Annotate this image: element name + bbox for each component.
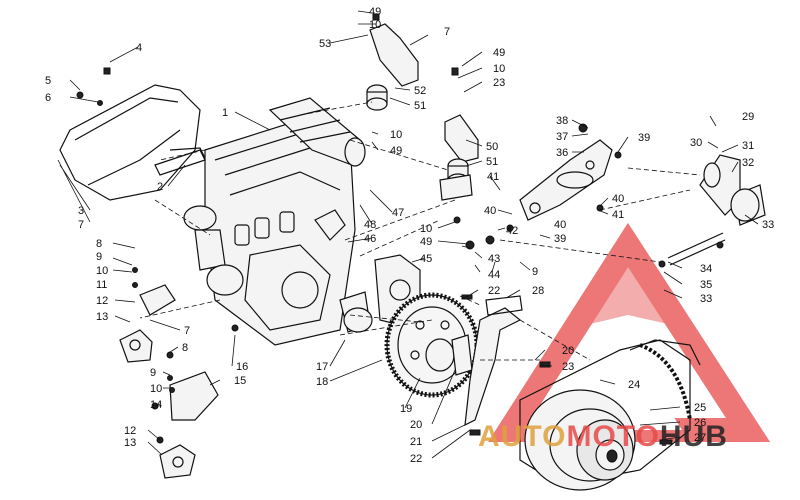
callout-10: 10 <box>369 19 381 31</box>
callout-17: 17 <box>316 361 328 373</box>
idler-assembly <box>667 154 766 266</box>
upper-engine-mounts <box>366 23 479 201</box>
callout-40: 40 <box>554 219 566 231</box>
callout-13: 13 <box>124 437 136 449</box>
callout-49: 49 <box>493 47 505 59</box>
ring-gear <box>384 292 480 398</box>
callout-7: 7 <box>184 325 190 337</box>
callout-6: 6 <box>45 92 51 104</box>
callout-23: 23 <box>493 77 505 89</box>
callout-53: 53 <box>319 38 331 50</box>
callout-27: 27 <box>694 432 706 444</box>
callout-31: 31 <box>742 140 754 152</box>
callout-49: 49 <box>390 145 402 157</box>
callout-49: 49 <box>420 236 432 248</box>
callout-38: 38 <box>556 115 568 127</box>
callout-30: 30 <box>690 137 702 149</box>
callout-22: 22 <box>410 453 422 465</box>
callout-10: 10 <box>493 63 505 75</box>
callout-1: 1 <box>222 107 228 119</box>
lower-bracket <box>464 295 523 427</box>
callout-40: 40 <box>484 205 496 217</box>
callout-47: 47 <box>392 207 404 219</box>
callout-10: 10 <box>420 223 432 235</box>
callout-18: 18 <box>316 376 328 388</box>
right-engine-bracket <box>519 139 613 221</box>
callout-32: 32 <box>742 157 754 169</box>
callout-26: 26 <box>694 417 706 429</box>
callout-20: 20 <box>410 419 422 431</box>
watermark-wordmark: AUTOMOTOHUB <box>478 420 728 453</box>
engine-block <box>183 97 366 346</box>
callout-49: 49 <box>369 6 381 18</box>
callout-5: 5 <box>45 75 51 87</box>
callout-33: 33 <box>762 219 774 231</box>
callout-51: 51 <box>486 156 498 168</box>
callout-44: 44 <box>488 269 500 281</box>
leader-lines <box>57 10 759 459</box>
callout-29: 29 <box>742 111 754 123</box>
callout-9: 9 <box>532 266 538 278</box>
callout-7: 7 <box>78 219 84 231</box>
callout-21: 21 <box>410 436 422 448</box>
callout-9: 9 <box>96 251 102 263</box>
callout-7: 7 <box>444 26 450 38</box>
callout-50: 50 <box>486 141 498 153</box>
callout-8: 8 <box>182 342 188 354</box>
callout-20: 20 <box>562 345 574 357</box>
callout-12: 12 <box>96 295 108 307</box>
callout-4: 4 <box>136 42 142 54</box>
watermark-text: AUTOMOTOHUB <box>478 420 728 453</box>
callout-15: 15 <box>234 375 246 387</box>
callout-9: 9 <box>150 367 156 379</box>
drive-clutch <box>519 339 701 491</box>
callout-10: 10 <box>150 383 162 395</box>
callout-2: 2 <box>157 181 163 193</box>
callout-13: 13 <box>96 311 108 323</box>
callout-23: 23 <box>562 361 574 373</box>
callout-28: 28 <box>532 285 544 297</box>
callout-12: 12 <box>124 425 136 437</box>
callout-labels: 49 10 53 7 4 49 10 23 5 6 52 51 1 10 49 … <box>45 6 774 465</box>
callout-10: 10 <box>96 265 108 277</box>
callout-3: 3 <box>78 205 84 217</box>
callout-33: 33 <box>700 293 712 305</box>
callout-11: 11 <box>96 279 107 291</box>
lower-left-mounts <box>119 284 219 479</box>
callout-19: 19 <box>400 403 412 415</box>
callout-16: 16 <box>236 361 248 373</box>
recoil-guard <box>59 84 206 201</box>
callout-39: 39 <box>554 233 566 245</box>
callout-52: 52 <box>414 85 426 97</box>
callout-51: 51 <box>414 100 426 112</box>
callout-37: 37 <box>556 131 568 143</box>
callout-43: 43 <box>488 253 500 265</box>
callout-22: 22 <box>488 285 500 297</box>
callout-39: 39 <box>638 132 650 144</box>
callout-10: 10 <box>390 129 402 141</box>
callout-25: 25 <box>694 402 706 414</box>
callout-36: 36 <box>556 147 568 159</box>
callout-41: 41 <box>612 209 624 221</box>
callout-45: 45 <box>420 253 432 265</box>
callout-48: 48 <box>364 219 376 231</box>
callout-8: 8 <box>96 238 102 250</box>
callout-35: 35 <box>700 279 712 291</box>
callout-46: 46 <box>364 233 376 245</box>
callout-40: 40 <box>612 193 624 205</box>
callout-14: 14 <box>150 399 162 411</box>
callout-41: 41 <box>487 171 499 183</box>
callout-42: 42 <box>506 225 518 237</box>
callout-24: 24 <box>628 379 640 391</box>
callout-34: 34 <box>700 263 712 275</box>
